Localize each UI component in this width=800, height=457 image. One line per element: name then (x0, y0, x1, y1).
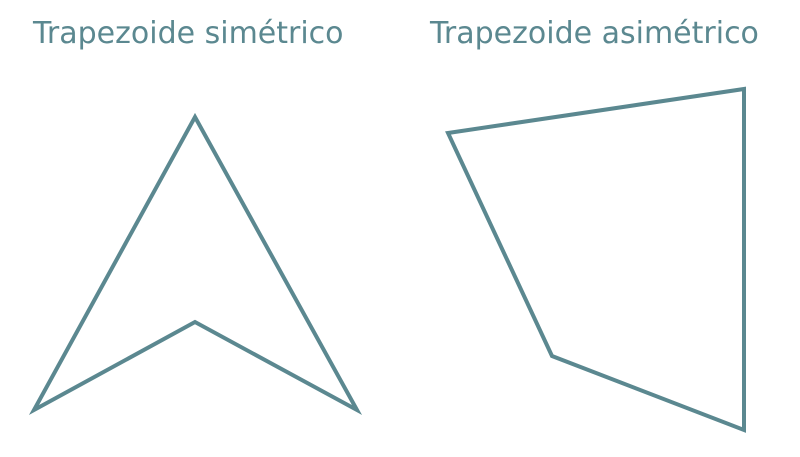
symmetric-trapezoid-title: Trapezoide simétrico (33, 16, 344, 51)
symmetric-trapezoid-shape (28, 112, 363, 416)
asymmetric-trapezoid-title: Trapezoide asimétrico (430, 16, 759, 51)
asymmetric-trapezoid-shape (445, 86, 746, 433)
